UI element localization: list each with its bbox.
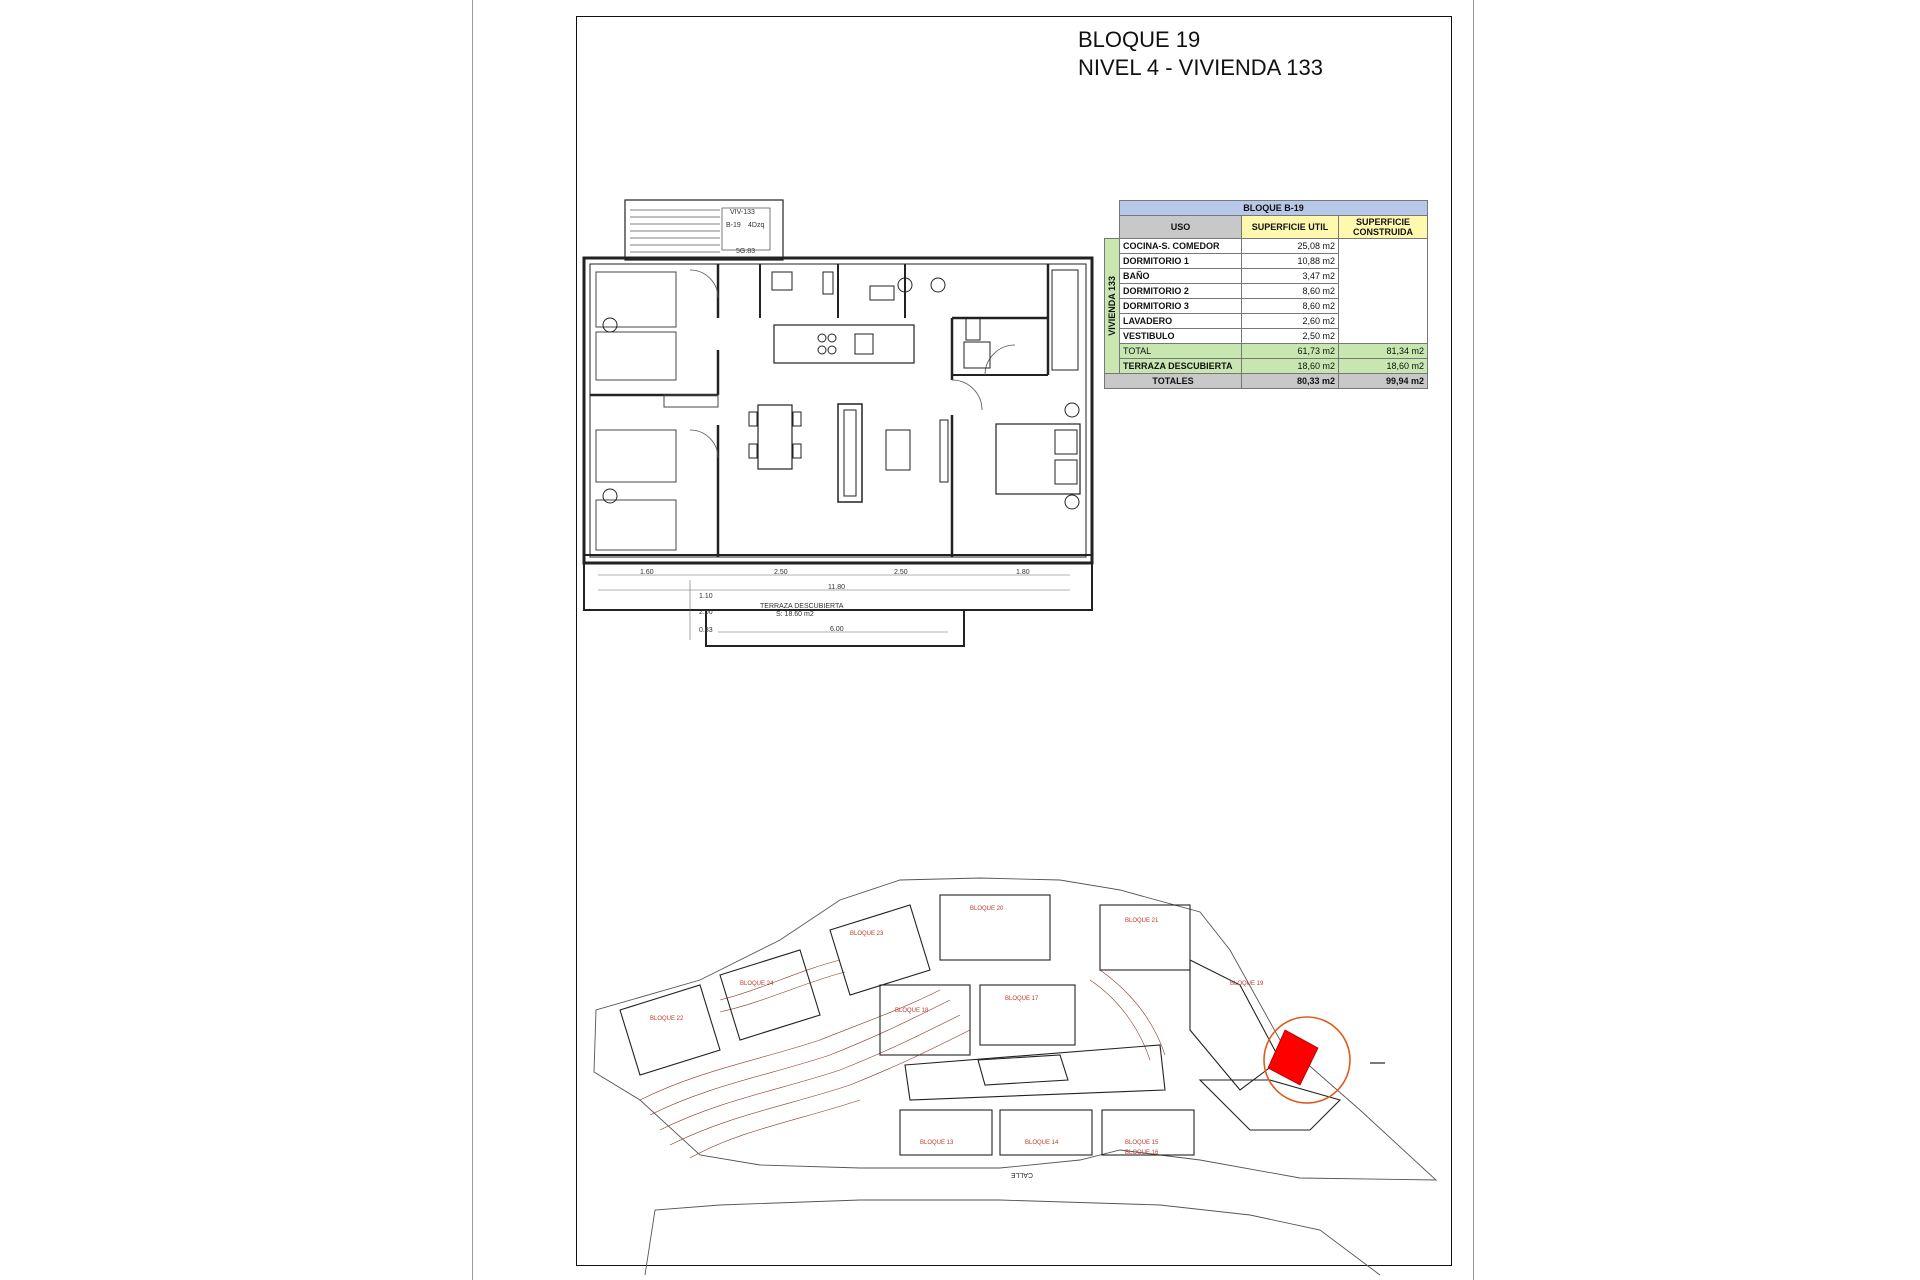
- col-use: USO: [1119, 215, 1242, 239]
- street-label: CALLE: [1010, 1171, 1033, 1178]
- dim-side-1: 1.10: [699, 593, 713, 600]
- site-block-21: BLOQUE 21: [1125, 918, 1159, 924]
- site-block-17: BLOQUE 17: [1005, 996, 1039, 1002]
- plan-tag-block: B-19: [726, 222, 741, 229]
- site-block-22: BLOQUE 22: [650, 1016, 684, 1022]
- dim-side-3: 0.83: [699, 627, 713, 634]
- unit-highlight: [1267, 1029, 1319, 1086]
- plan-tag-type: 4Dzq: [748, 222, 764, 229]
- title-unit: NIVEL 4 - VIVIENDA 133: [1078, 55, 1323, 80]
- terrace-label: TERRAZA DESCUBIERTA: [760, 603, 844, 610]
- site-block-19: BLOQUE 19: [1230, 981, 1264, 987]
- drawing-frame: [576, 16, 1452, 1266]
- site-block-15: BLOQUE 15: [1125, 1140, 1159, 1146]
- highlight-circle: [1263, 1016, 1351, 1104]
- dim-1: 1.60: [640, 569, 654, 576]
- site-block-14: BLOQUE 14: [1025, 1140, 1059, 1146]
- table-row: VESTIBULO 2,50 m2: [1105, 328, 1428, 344]
- terrace-area: S: 18.60 m2: [776, 611, 814, 618]
- site-block-23: BLOQUE 23: [850, 931, 884, 937]
- site-block-13: BLOQUE 13: [920, 1140, 954, 1146]
- dim-3: 2.50: [894, 569, 908, 576]
- dim-total: 11.80: [828, 584, 845, 591]
- unit-label: VIVIENDA 133: [1104, 238, 1120, 374]
- site-block-24: BLOQUE 24: [740, 981, 774, 987]
- plan-tag-id: VIV-133: [730, 209, 755, 216]
- table-row-total: TOTAL 61,73 m2 81,34 m2: [1105, 343, 1428, 359]
- table-row: DORMITORIO 2 8,60 m2: [1105, 283, 1428, 299]
- site-block-16: BLOQUE 16: [1125, 1150, 1159, 1156]
- area-table: BLOQUE B-19 USO SUPERFICIE UTIL SUPERFIC…: [1104, 200, 1428, 389]
- table-row: VIVIENDA 133 COCINA-S. COMEDOR 25,08 m2: [1104, 238, 1428, 374]
- dim-side-2: 2.00: [699, 609, 713, 616]
- table-row-totals: TOTALES 80,33 m2 99,94 m2: [1104, 373, 1428, 389]
- dim-4: 1.80: [1016, 569, 1030, 576]
- plan-tag-code: 5G.83: [736, 248, 755, 255]
- dim-2: 2.50: [774, 569, 788, 576]
- site-block-18: BLOQUE 18: [895, 1008, 929, 1014]
- col-util: SUPERFICIE UTIL: [1241, 215, 1339, 239]
- site-block-20: BLOQUE 20: [970, 906, 1004, 912]
- dim-bottom: 6.00: [830, 626, 844, 633]
- col-built: SUPERFICIE CONSTRUIDA: [1338, 215, 1428, 239]
- title-block: BLOQUE 19: [1078, 27, 1201, 52]
- drawing-title: BLOQUE 19 NIVEL 4 - VIVIENDA 133: [1078, 26, 1323, 82]
